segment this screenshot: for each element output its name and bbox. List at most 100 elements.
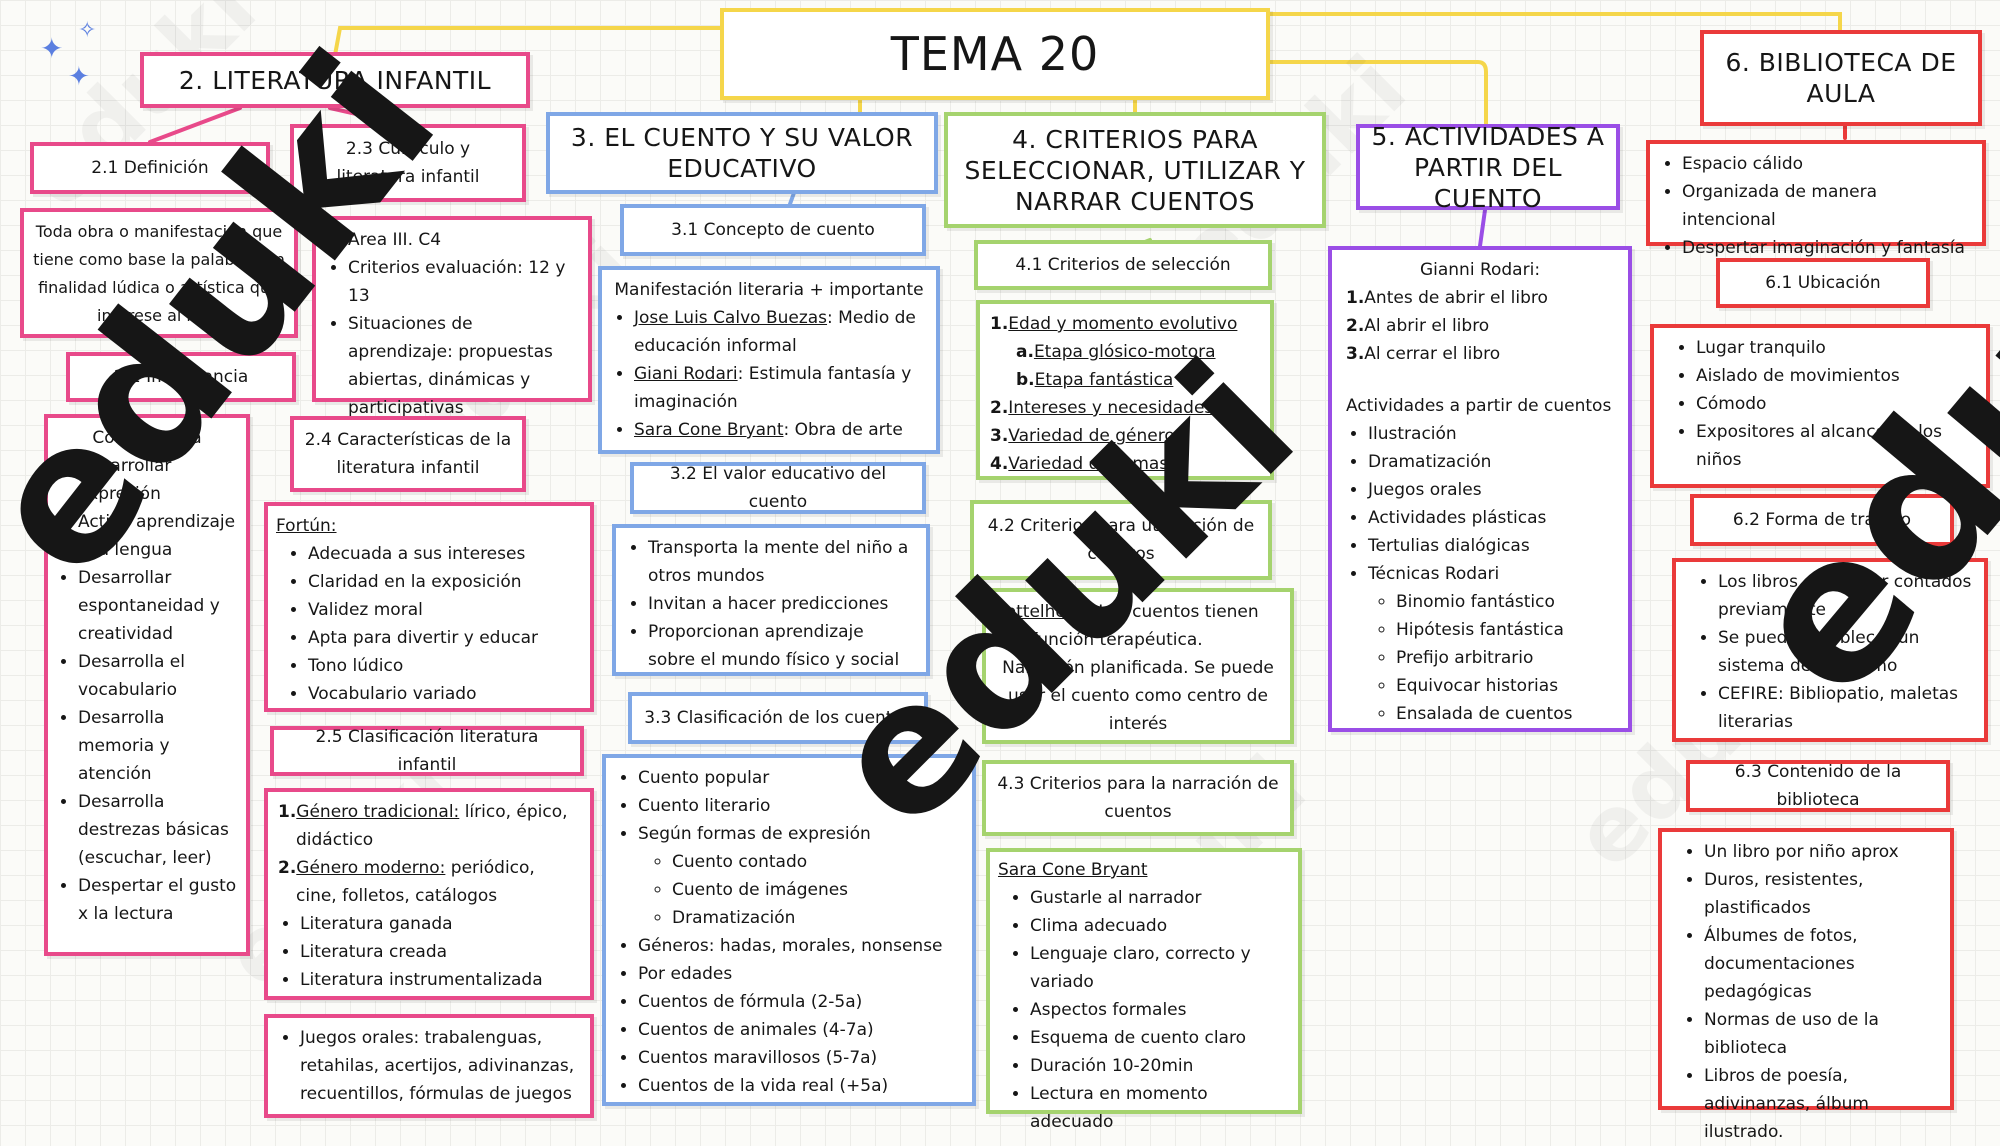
list-item: Se puede establecer un sistema de présta… (1718, 624, 1974, 680)
section-6-1-header: 6.1 Ubicación (1716, 258, 1930, 308)
list-item: Hipótesis fantástica (1396, 616, 1614, 644)
location-box: Lugar tranquilo Aislado de movimientos C… (1650, 324, 1990, 488)
section-3-3-header: 3.3 Clasificación de los cuentos (628, 692, 928, 744)
section-6-header: 6. BIBLIOTECA DE AULA (1700, 30, 1982, 126)
section-3-2-header: 3.2 El valor educativo del cuento (630, 462, 926, 514)
list-item: Dramatización (1368, 448, 1614, 476)
list-item: Claridad en la exposición (308, 568, 582, 596)
list-item: Prefijo arbitrario (1396, 644, 1614, 672)
list-item: Cuentos de animales (4-7a) (638, 1016, 962, 1044)
list-item: Cuento de imágenes (672, 876, 962, 904)
list-item: Tono lúdico (308, 652, 582, 680)
list-item: Gustarle al narrador (1030, 884, 1290, 912)
list-item: Cuento literario (638, 792, 962, 820)
list-item: Duros, resistentes, plastificados (1704, 866, 1940, 922)
author-name: Fortún: (276, 516, 337, 536)
list-item: Géneros: hadas, morales, nonsense (638, 932, 962, 960)
section-6-2-header: 6.2 Forma de trabajo (1690, 494, 1954, 546)
section-6-3-header: 6.3 Contenido de la biblioteca (1686, 760, 1950, 812)
definition-box: Toda obra o manifestación que tiene como… (20, 208, 298, 338)
list-item: Literatura ganada (300, 910, 580, 938)
list-item: Despertar el gusto x la lectura (78, 872, 238, 928)
activities-intro: Actividades a partir de cuentos (1346, 396, 1612, 416)
list-item: Jose Luis Calvo Buezas: Medio de educaci… (634, 304, 926, 360)
list-item: Normas de uso de la biblioteca (1704, 1006, 1940, 1062)
list-item: Cómodo (1696, 390, 1976, 418)
section-2-3-header: 2.3 Currículo y literatura infantil (290, 124, 526, 202)
list-item: Despertar imaginación y fantasía (1682, 234, 1972, 262)
section-5-header: 5. ACTIVIDADES A PARTIR DEL CUENTO (1356, 122, 1620, 213)
list-item: Dramatización (672, 904, 962, 932)
activities-box: Gianni Rodari: 1.Antes de abrir el libro… (1328, 246, 1632, 732)
list-item: Organizada de manera intencional (1682, 178, 1972, 234)
narration-criteria-box: Sara Cone Bryant Gustarle al narrador Cl… (986, 848, 1302, 1132)
list-item: Juegos orales (1368, 476, 1614, 504)
sparkle-icon: ✦ (68, 62, 90, 92)
author-name: Gianni Rodari: (1419, 260, 1541, 280)
list-item: Transporta la mente del niño a otros mun… (648, 534, 916, 590)
criterion-item: 4.Variedad de temas (990, 454, 1169, 474)
list-item: Equivocar historias (1396, 672, 1614, 700)
classification-box: 1.Género tradicional: lírico, épico, did… (264, 788, 594, 1000)
list-item: Lenguaje claro, correcto y variado (1030, 940, 1290, 996)
section-2-2-header: 2.2 Importancia (66, 352, 296, 402)
author-name: Sara Cone Bryant (998, 860, 1148, 880)
list-item: Juegos orales: trabalenguas, retahilas, … (300, 1024, 580, 1108)
list-item: Libros de poesía, adivinanzas, álbum ilu… (1704, 1062, 1940, 1146)
bettelheim-text: Bettelheim: Los cuentos tienen una funci… (994, 602, 1259, 650)
list-item: Ilustración (1368, 420, 1614, 448)
list-item: Invitan a hacer predicciones (648, 590, 916, 618)
section-2-header: 2. LITERATURA INFANTIL (140, 52, 530, 108)
importance-box: Contribuye a Desarrollar expresión Activ… (44, 414, 250, 956)
list-item: Desarrolla destrezas básicas (escuchar, … (78, 788, 238, 872)
list-item: CEFIRE: Bibliopatio, maletas literarias (1718, 680, 1974, 736)
section-4-2-header: 4.2 Criterios para utilización de cuento… (970, 500, 1272, 580)
list-item: Cuento contado (672, 848, 962, 876)
section-2-4-header: 2.4 Características de la literatura inf… (290, 416, 526, 492)
criterion-item: 3.Variedad de géneros (990, 426, 1184, 446)
list-item: Literatura instrumentalizada (300, 966, 580, 994)
selection-criteria-box: 1.Edad y momento evolutivo a.Etapa glósi… (976, 300, 1274, 480)
importance-intro: Contribuye a (92, 428, 202, 448)
section-4-3-header: 4.3 Criterios para la narración de cuent… (982, 760, 1294, 836)
tale-classification-box: Cuento popular Cuento literario Según fo… (602, 754, 976, 1106)
utilization-box: Bettelheim: Los cuentos tienen una funci… (982, 588, 1294, 744)
list-item: Criterios evaluación: 12 y 13 (348, 254, 578, 310)
sparkle-icon: ✦ (40, 32, 64, 65)
list-item: Según formas de expresión (638, 820, 962, 848)
list-item: Expositores al alcance de los niños (1696, 418, 1976, 474)
list-item: Los libros deben ser contados previament… (1718, 568, 1974, 624)
list-item: Desarrollar espontaneidad y creatividad (78, 564, 238, 648)
library-intro-box: Espacio cálido Organizada de manera inte… (1646, 140, 1986, 258)
list-item: Activa aprendizaje e la lengua (78, 508, 238, 564)
list-item: Desarrollar expresión (78, 452, 238, 508)
activity-step: 2.Al abrir el libro (1346, 316, 1490, 336)
characteristics-box: Fortún: Adecuada a sus intereses Clarida… (264, 502, 594, 712)
list-item: Cuentos de fórmula (2-5a) (638, 988, 962, 1016)
list-item: Álbumes de fotos, documentaciones pedagó… (1704, 922, 1940, 1006)
list-item: Por edades (638, 960, 962, 988)
list-item: Sara Cone Bryant: Obra de arte (634, 416, 926, 444)
list-item: Giani Rodari: Estimula fantasía y imagin… (634, 360, 926, 416)
list-item: Lugar tranquilo (1696, 334, 1976, 362)
section-3-header: 3. EL CUENTO Y SU VALOR EDUCATIVO (546, 112, 938, 194)
list-item: Binomio fantástico (1396, 588, 1614, 616)
concept-box: Manifestación literaria + importante Jos… (598, 266, 940, 454)
list-item: Aspectos formales (1030, 996, 1290, 1024)
oral-games-box: Juegos orales: trabalenguas, retahilas, … (264, 1014, 594, 1118)
sparkle-icon: ✧ (78, 18, 97, 43)
criterion-item: 2.Intereses y necesidades (990, 398, 1214, 418)
list-item: Tertulias dialógicas (1368, 532, 1614, 560)
list-item: Cuento popular (638, 764, 962, 792)
section-4-1-header: 4.1 Criterios de selección (974, 240, 1272, 290)
concept-intro: Manifestación literaria + importante (614, 280, 924, 300)
definition-text: Toda obra o manifestación que tiene como… (33, 222, 285, 325)
section-3-1-header: 3.1 Concepto de cuento (620, 204, 926, 256)
planned-narration-text: Narración planificada. Se puede usar el … (1002, 658, 1274, 734)
list-item: Clima adecuado (1030, 912, 1290, 940)
genre-modern: 2.Género moderno: periódico, cine, folle… (278, 858, 535, 906)
list-item: Desarrolla el vocabulario (78, 648, 238, 704)
list-item: Ensalada de cuentos (1396, 700, 1614, 728)
activity-step: 3.Al cerrar el libro (1346, 344, 1501, 364)
